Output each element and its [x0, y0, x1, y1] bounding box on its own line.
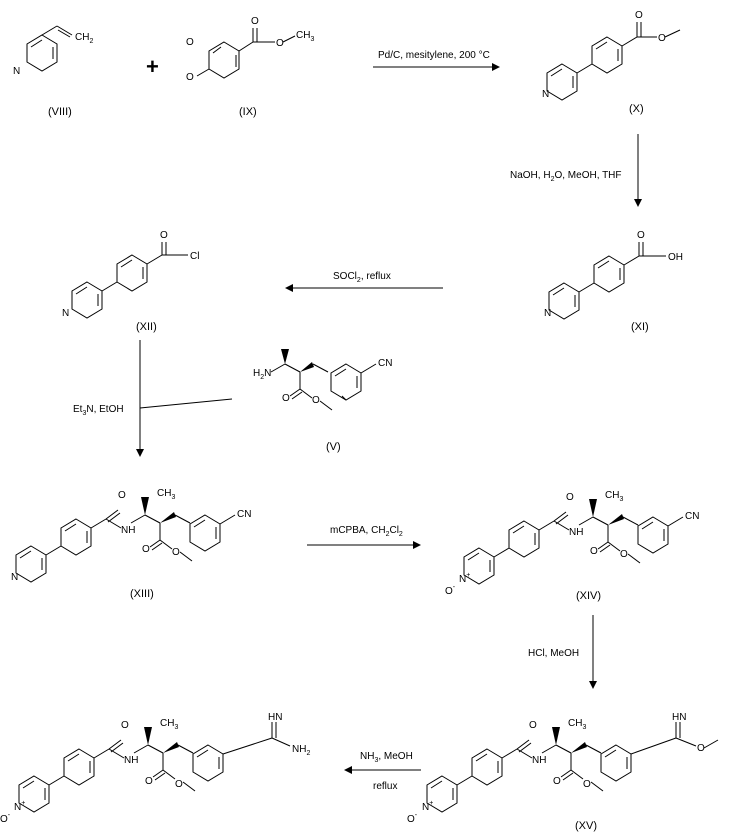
- structure-xi: N O OH: [544, 230, 683, 320]
- atom-o: O: [637, 230, 645, 241]
- structure-viii: N CH2: [13, 25, 93, 77]
- atom-n: N: [542, 89, 549, 100]
- atom-o: O: [186, 37, 194, 48]
- atom-hn: HN: [672, 712, 686, 723]
- label-xiii: (XIII): [130, 588, 154, 600]
- condition-step6: HCl, MeOH: [528, 648, 579, 659]
- atom-o: O: [635, 10, 643, 21]
- structure-xiii: N O NH CH3 O O CN: [11, 488, 251, 583]
- atom-o-minus: O-: [445, 584, 456, 597]
- atom-o: O: [529, 720, 537, 731]
- atom-o: O: [142, 544, 150, 555]
- plus-sign: +: [146, 54, 159, 79]
- atom-n-plus: N+: [14, 800, 25, 813]
- label-x: (X): [629, 103, 644, 115]
- atom-ch3: CH3: [160, 718, 178, 731]
- reagent-join-line: [139, 398, 233, 409]
- atom-nh: NH: [532, 755, 546, 766]
- condition-step7: NH3, MeOH: [360, 751, 413, 764]
- condition-step7-reflux: reflux: [373, 781, 397, 792]
- atom-ch3: CH3: [568, 718, 586, 731]
- atom-o-minus: O-: [407, 812, 418, 825]
- atom-cl: Cl: [190, 251, 199, 262]
- label-xv: (XV): [575, 820, 597, 832]
- atom-o: O: [276, 38, 284, 49]
- atom-o: O: [658, 33, 666, 44]
- atom-o: O: [620, 549, 628, 560]
- label-v: (V): [326, 441, 341, 453]
- label-viii: (VIII): [48, 106, 72, 118]
- atom-nh: NH: [569, 527, 583, 538]
- atom-ch2: CH2: [75, 32, 93, 45]
- label-ix: (IX): [239, 106, 257, 118]
- atom-cn: CN: [378, 358, 392, 369]
- atom-o: O: [282, 393, 290, 404]
- atom-nh: NH: [121, 525, 135, 536]
- label-xii: (XII): [136, 321, 157, 333]
- atom-cn: CN: [237, 509, 251, 520]
- atom-ch3: CH3: [296, 30, 314, 43]
- atom-o: O: [590, 546, 598, 557]
- atom-o: O: [175, 779, 183, 790]
- atom-o: O: [553, 776, 561, 787]
- atom-n: N: [11, 572, 18, 583]
- atom-h2n: H2N: [253, 368, 271, 381]
- label-xi: (XI): [631, 321, 649, 333]
- atom-o: O: [583, 779, 591, 790]
- atom-nh: NH: [124, 755, 138, 766]
- atom-o: O: [312, 395, 320, 406]
- condition-step4: Et3N, EtOH: [73, 404, 124, 417]
- condition-step2: NaOH, H2O, MeOH, THF: [510, 170, 622, 183]
- atom-o: O: [251, 16, 259, 27]
- atom-ch3: CH3: [157, 488, 175, 501]
- structure-final-product: N+ O- O NH CH3 O O HN NH2: [0, 712, 310, 825]
- structure-xiv: N+ O- O NH CH3 O O CN: [445, 490, 699, 597]
- atom-n-plus: N+: [459, 572, 470, 585]
- structure-xii: N O Cl: [62, 230, 199, 319]
- condition-step3: SOCl2, reflux: [333, 271, 391, 284]
- condition-step1: Pd/C, mesitylene, 200 °C: [378, 50, 490, 61]
- atom-n: N: [13, 66, 20, 77]
- atom-o: O: [121, 720, 129, 731]
- condition-step5: mCPBA, CH2Cl2: [330, 525, 403, 538]
- label-xiv: (XIV): [576, 590, 601, 602]
- structure-v: H2N O O CN: [253, 349, 392, 411]
- atom-o: O: [160, 230, 168, 241]
- atom-o-minus: O-: [0, 812, 11, 825]
- atom-cn: CN: [685, 511, 699, 522]
- atom-o: O: [566, 492, 574, 503]
- atom-n: N: [62, 308, 69, 319]
- atom-o: O: [697, 743, 705, 754]
- atom-o: O: [186, 72, 194, 83]
- atom-oh: OH: [668, 252, 683, 263]
- atom-o: O: [145, 776, 153, 787]
- atom-o: O: [172, 547, 180, 558]
- structure-ix: O O O O CH3: [186, 16, 314, 83]
- atom-nh2: NH2: [292, 744, 310, 757]
- atom-n-plus: N+: [422, 800, 433, 813]
- atom-hn: HN: [268, 712, 282, 723]
- structure-x: N O O: [542, 10, 681, 101]
- atom-n: N: [544, 308, 551, 319]
- atom-o: O: [118, 490, 126, 501]
- atom-ch3: CH3: [605, 490, 623, 503]
- structure-xv: N+ O- O NH CH3 O O HN O: [407, 712, 719, 825]
